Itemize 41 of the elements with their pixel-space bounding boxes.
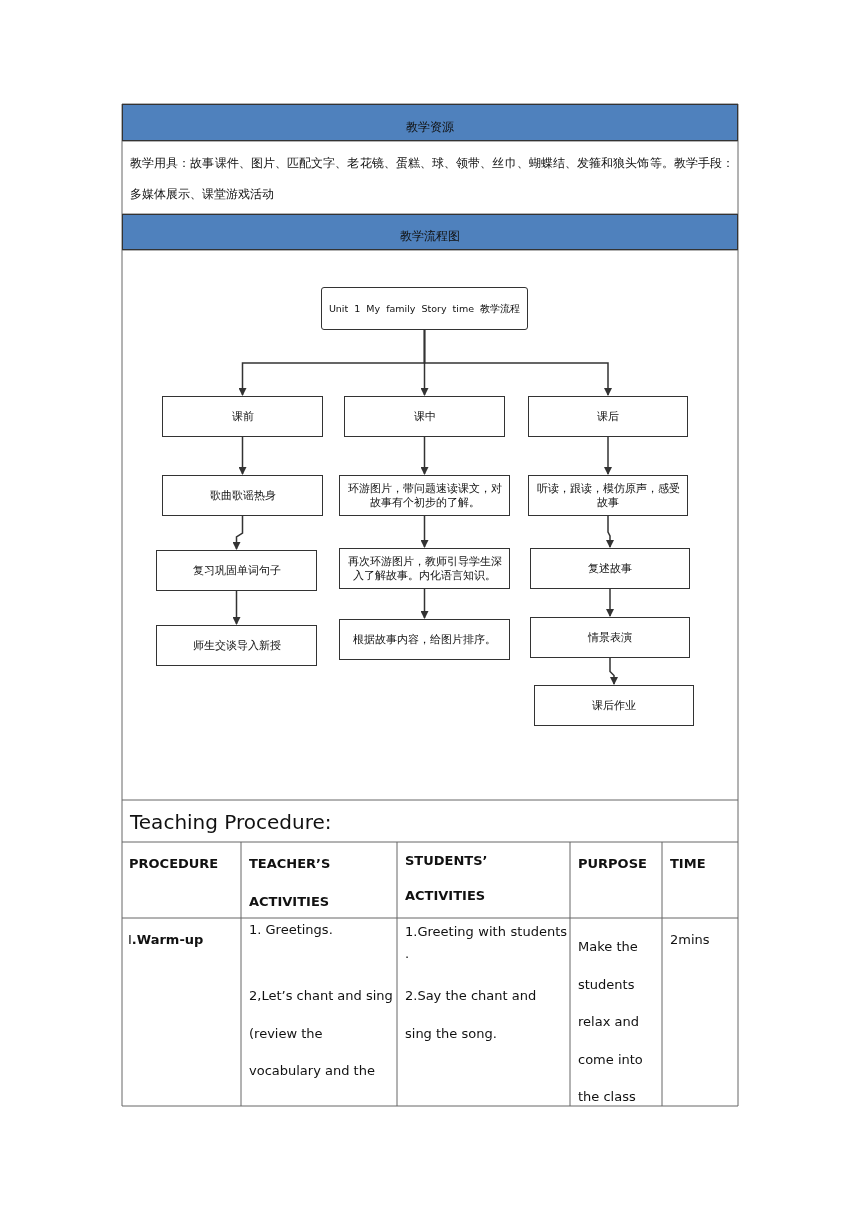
column-header: PROCEDURE: [129, 856, 220, 873]
arrow: [609, 657, 618, 685]
arrow: [606, 588, 614, 617]
arrow: [232, 515, 244, 550]
section-title: Teaching Procedure:: [130, 810, 333, 836]
process-box: 课后作业: [534, 685, 694, 726]
process-box: 复习巩固单词句子: [156, 550, 317, 591]
process-box: 听读，跟读，模仿原声，感受故事: [528, 475, 688, 516]
arrow: [420, 515, 429, 548]
resource-paragraph: 教学用具：故事课件、图片、匹配文字、老花镜、蛋糕、球、领带、丝巾、蝴蝶结、发箍和狼头饰等。教学手段：多媒体展示、课堂游戏活动: [130, 155, 734, 203]
column-header: TEACHER’S ACTIVITIES: [249, 855, 332, 905]
arrow: [420, 436, 429, 475]
time-text: 2mins: [670, 932, 711, 949]
purpose-text: Make the students relax and come into the class: [578, 938, 644, 1104]
process-box: 课中: [344, 396, 505, 437]
arrow: [232, 590, 241, 625]
column-header: PURPOSE: [578, 856, 648, 873]
arrow: [238, 436, 247, 475]
arrow: [606, 515, 614, 548]
column-header: TIME: [670, 856, 707, 873]
process-box: 课前: [162, 396, 323, 437]
activity-text: 1. Greetings.: [249, 922, 334, 939]
process-box: 再次环游图片，教师引导学生深入了解故事。内化语言知识。: [339, 548, 510, 589]
arrow: [604, 436, 612, 475]
process-box: 歌曲歌谣热身: [162, 475, 323, 516]
title-box: Unit 1 My family Story time 教学流程: [321, 287, 528, 330]
process-box: 情景表演: [530, 617, 690, 658]
section-header: 教学流程图: [122, 214, 738, 250]
arrow: [420, 588, 429, 619]
activity-text: 2.Say the chant and sing the song.: [405, 987, 538, 1043]
section-header: 教学资源: [122, 104, 738, 141]
process-box: 课后: [528, 396, 688, 437]
process-box: 环游图片，带问题速读课文，对故事有个初步的了解。: [339, 475, 510, 516]
column-header: STUDENTS’ ACTIVITIES: [405, 852, 489, 903]
process-box: 师生交谈导入新授: [156, 625, 317, 666]
stage-label: Ⅰ.Warm-up: [128, 932, 205, 949]
process-box: 根据故事内容，给图片排序。: [339, 619, 510, 660]
activity-text: 1.Greeting with students .: [405, 923, 567, 963]
activity-text: 2,Let’s chant and sing (review the vocabulary and the: [249, 987, 394, 1080]
process-box: 复述故事: [530, 548, 690, 589]
arrow: [423, 329, 612, 396]
